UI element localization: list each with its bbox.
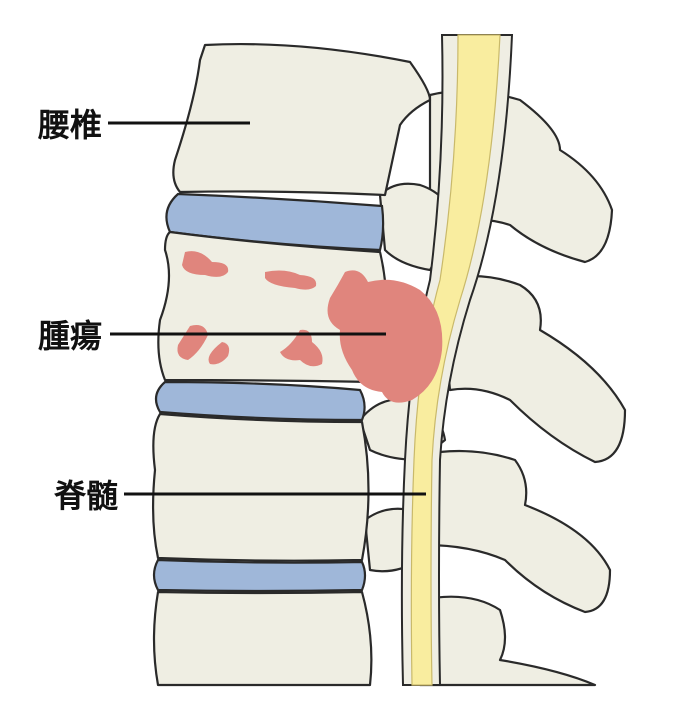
spinous-process-3 xyxy=(418,449,612,614)
label-spinal-cord: 脊髄 xyxy=(53,477,118,515)
intervertebral-disc-2 xyxy=(154,380,366,422)
label-tumor: 腫瘍 xyxy=(38,317,102,355)
tumor-spot xyxy=(208,342,230,365)
posterior-elements xyxy=(358,89,627,687)
spinal-cord xyxy=(410,34,501,686)
lumbar-vertebra-1 xyxy=(172,42,432,197)
tumor-lesions xyxy=(177,251,443,403)
spinous-process-4 xyxy=(418,595,597,687)
tumor-spot xyxy=(265,270,317,290)
tumor-spot xyxy=(182,251,229,277)
label-lumbar: 腰椎 xyxy=(38,106,102,144)
tumor-spot xyxy=(280,329,323,367)
lumbar-vertebra-4 xyxy=(152,590,373,687)
spinous-process-2 xyxy=(438,274,627,464)
tumor-mass xyxy=(327,270,443,403)
intervertebral-disc-3 xyxy=(152,558,367,593)
lumbar-vertebra-3 xyxy=(151,412,370,562)
